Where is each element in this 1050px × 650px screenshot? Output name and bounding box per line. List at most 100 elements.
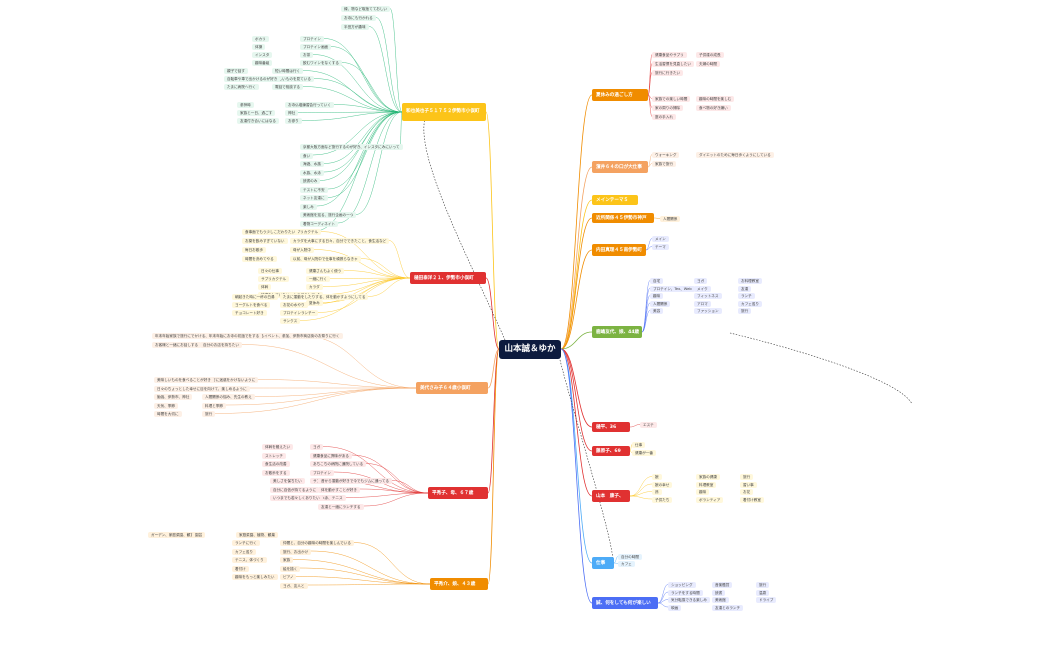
sub-node-n5[interactable]: 着物コーディネイト (300, 220, 339, 227)
sub-node-n20[interactable]: ランチ (738, 293, 755, 300)
sub-node-n13[interactable]: 園芸 (192, 532, 206, 539)
main-topic-8[interactable]: メインテーマ５ (592, 195, 638, 205)
sub-node-n8[interactable]: プロテインランチー (280, 310, 319, 317)
main-topic-7[interactable]: 濱井６４の口が大仕事 (592, 161, 648, 173)
sub-node-n26[interactable]: ショッピング (668, 582, 696, 589)
sub-node-n9[interactable]: 伊勢市周辺の年間を通じて開催されるイベント、参加、伊勢市商店街のお祭りに行く (200, 333, 343, 340)
sub-node-n20[interactable]: ファッション (694, 308, 722, 315)
main-topic-9[interactable]: 近所関係４５伊勢市神戸 (592, 213, 654, 223)
sub-node-n14[interactable]: ピアノ (280, 574, 297, 581)
sub-node-n17[interactable]: テーマ (652, 244, 669, 251)
sub-node-n20[interactable]: プロテイン、Tex、Web (650, 285, 695, 292)
sub-node-n2[interactable]: 趣味番組 (252, 60, 273, 67)
sub-node-n6[interactable]: サプリカクテル (290, 229, 322, 236)
sub-node-n7[interactable]: 日々の仕事 (258, 268, 282, 275)
sub-node-n12[interactable]: いつまでも若々しくありたい (270, 495, 323, 502)
sub-node-n15[interactable]: 子供達の成長 (696, 52, 724, 59)
sub-node-n24[interactable]: 孫 (652, 489, 662, 496)
sub-node-n12[interactable]: 水泳、テニス (318, 495, 346, 502)
sub-node-n6[interactable]: 以前、母が入院中で仕事を頑張らなきゃ (290, 256, 361, 263)
main-topic-10[interactable]: 内田真理４５南伊勢町 (592, 244, 646, 256)
sub-node-n7[interactable]: 健康さんもよく使う (306, 268, 345, 275)
sub-node-n19[interactable]: ダイエットのために毎日歩くようにしている (696, 152, 774, 159)
sub-node-n23[interactable]: 仕事 (632, 442, 646, 449)
sub-node-n26[interactable]: 音楽鑑賞 (712, 582, 733, 589)
sub-node-n19[interactable]: ウォーキング (652, 152, 680, 159)
sub-node-n9[interactable]: 年末年始家族で旅行にでかける、年末年始にお寺の初詣でをする (152, 333, 263, 340)
sub-node-n20[interactable]: 自宅 (650, 278, 664, 285)
sub-node-n24[interactable]: ボランティア (696, 496, 724, 503)
sub-node-n3[interactable]: 電話で相談する (272, 84, 304, 91)
sub-node-n8[interactable]: 朝起きた時に一杯の白湯 (232, 294, 278, 301)
sub-node-n16[interactable]: 趣味の時間を楽しむ (696, 96, 735, 103)
sub-node-n3[interactable]: 短い時間は行く (272, 68, 304, 75)
sub-node-n5[interactable]: 楽しみ (300, 203, 317, 210)
sub-node-n25[interactable]: 自分の時間 (618, 554, 642, 561)
sub-node-n10[interactable]: 人間関係の悩み、先生の教え (202, 394, 255, 401)
sub-node-n3[interactable]: 楽しいものを見ている (272, 76, 314, 83)
sub-node-n7[interactable]: カラダ (306, 284, 323, 291)
sub-node-n14[interactable]: 家族 (280, 557, 294, 564)
main-topic-15[interactable]: 仕事 (592, 557, 614, 569)
sub-node-n6[interactable]: 毎日お散歩 (242, 247, 266, 254)
sub-node-n24[interactable]: 子供たち (652, 496, 673, 503)
sub-node-n5[interactable]: 京都大阪方面など旅行するのが好き、インスタにみにいって (300, 144, 403, 151)
sub-node-n26[interactable]: 温泉 (756, 589, 770, 596)
sub-node-n4[interactable]: 神社 (285, 110, 299, 117)
sub-node-n2[interactable]: お茶 (300, 52, 314, 59)
sub-node-n5[interactable]: 海遊、水族 (300, 161, 324, 168)
sub-node-n7[interactable]: 体幹 (258, 284, 272, 291)
sub-node-n3[interactable]: 親子で話す (224, 68, 248, 75)
sub-node-n14[interactable]: カフェ巡り (232, 548, 256, 555)
sub-node-n19[interactable]: 家族で旅行 (652, 161, 676, 168)
sub-node-n11[interactable]: ヨガ (310, 444, 324, 451)
sub-node-n8[interactable]: チョコレート好き (232, 310, 267, 317)
sub-node-n2[interactable]: ポカリ (252, 36, 269, 43)
sub-node-n5[interactable]: 水族、水泳 (300, 169, 324, 176)
sub-node-n10[interactable]: 他の方に迷惑をかけないように (202, 377, 259, 384)
sub-node-n16[interactable]: 家の周りの掃除 (652, 105, 684, 112)
sub-node-n24[interactable]: 娘の幸せ (652, 481, 673, 488)
sub-node-n9[interactable]: 自分のお店を持ちたい (200, 342, 242, 349)
sub-node-n24[interactable]: 着付け教室 (740, 496, 764, 503)
sub-node-n6[interactable]: カラダを大事にする日々、自分でできたこと、食生活など (290, 238, 390, 245)
sub-node-n3[interactable]: 自転車や車で出かけるのが好き (224, 76, 281, 83)
sub-node-n14[interactable]: ランチに行く (232, 540, 260, 547)
main-topic-5[interactable]: 平秀介、娘、４３歳 (430, 578, 488, 590)
main-topic-16[interactable]: 誠、何をしても何が楽しい (592, 597, 658, 609)
sub-node-n12[interactable]: 友達と一緒にランチする (318, 503, 364, 510)
sub-node-n7[interactable]: 一緒に行く (306, 276, 330, 283)
sub-node-n20[interactable]: ヨガ (694, 278, 708, 285)
sub-node-n20[interactable]: お料理教室 (738, 278, 762, 285)
sub-node-n23[interactable]: 健康が一番 (632, 450, 656, 457)
sub-node-n11[interactable]: 体幹を鍛えたい (262, 444, 294, 451)
sub-node-n24[interactable]: 料理教室 (696, 481, 717, 488)
sub-node-n5[interactable]: テストに不安 (300, 186, 328, 193)
sub-node-n8[interactable]: ヨーグルトを食べる (232, 302, 271, 309)
sub-node-n4[interactable]: 家族と一日、過ごす (237, 110, 276, 117)
sub-node-n2[interactable]: 体操 (252, 44, 266, 51)
sub-node-n8[interactable]: サンクス (280, 318, 301, 325)
sub-node-n4[interactable]: 参拝時 (237, 102, 254, 109)
sub-node-n13[interactable]: 家庭菜園、植物、観葉 (236, 532, 278, 539)
sub-node-n26[interactable]: 気分転換できる楽しみ (668, 597, 710, 604)
sub-node-n20[interactable]: カフェ巡り (738, 300, 762, 307)
sub-node-n3[interactable]: たまに病院へ行く (224, 84, 259, 91)
sub-node-n2[interactable]: インスタ (252, 52, 273, 59)
sub-node-n12[interactable]: 体を動かすことが好き (318, 486, 360, 493)
sub-node-n6[interactable]: 食事面でもう少しこだわりたい (242, 229, 299, 236)
sub-node-n10[interactable]: 日々のちょっとした幸せに目を向けて、楽しめるように (154, 385, 250, 392)
sub-node-n20[interactable]: 旅行 (738, 308, 752, 315)
sub-node-n1[interactable]: お寺にも行かれる (341, 15, 376, 22)
sub-node-n26[interactable]: 美術館 (712, 597, 729, 604)
sub-node-n9[interactable]: お客様と一緒にお話しする (152, 342, 202, 349)
sub-node-n11[interactable]: あちこちの病院に通院している (310, 461, 367, 468)
sub-node-n14[interactable]: 旅行、お出かけ (280, 548, 312, 555)
main-topic-11[interactable]: 鹿嶋友代、娘、44歳 (592, 326, 642, 338)
main-topic-1[interactable]: 和也美也子５１７５２伊勢市小俣町 (402, 103, 486, 121)
sub-node-n4[interactable]: お寺仏壇練習会行っていく (285, 102, 334, 109)
sub-node-n10[interactable]: 料理と季節 (202, 402, 226, 409)
sub-node-n26[interactable]: 友達とのランチ (712, 604, 744, 611)
sub-node-n20[interactable]: 人間関係 (650, 300, 671, 307)
sub-node-n22[interactable]: エステ (640, 422, 657, 429)
